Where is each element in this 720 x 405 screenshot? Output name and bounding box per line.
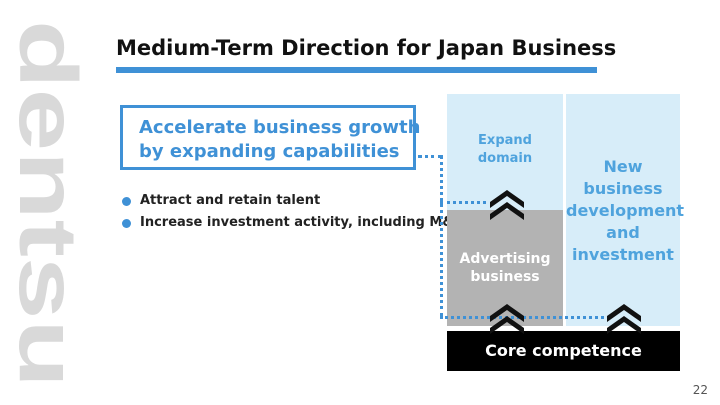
bullet-item-talent: Attract and retain talent <box>120 190 464 212</box>
new-label-line-2: business <box>583 179 663 198</box>
callout-line-1: Accelerate business growth <box>139 117 421 138</box>
new-label-line-3: development <box>566 201 685 220</box>
expand-label-line-1: Expand <box>478 133 532 148</box>
callout-line-2: by expanding capabilities <box>139 141 400 162</box>
chevron-up-icon <box>490 190 524 220</box>
dentsu-logo: dentsu <box>8 20 84 388</box>
dotted-connector-vertical <box>440 155 443 317</box>
chevron-up-icon <box>607 304 641 334</box>
new-label-line-4: and <box>606 223 640 242</box>
new-label-line-1: New <box>603 157 643 176</box>
adv-label-line-1: Advertising <box>459 251 551 267</box>
title-underline <box>116 67 597 73</box>
logo-text: dentsu <box>8 20 84 388</box>
bullet-list: Attract and retain talent Increase inves… <box>120 190 464 234</box>
page-number: 22 <box>692 383 708 397</box>
new-label-line-5: investment <box>572 245 674 264</box>
adv-label-line-2: business <box>470 269 540 285</box>
advertising-business-panel: Advertising business <box>447 210 563 326</box>
new-business-panel: New business development and investment <box>566 94 685 326</box>
page-title: Medium-Term Direction for Japan Business <box>116 36 617 60</box>
growth-callout: Accelerate business growth by expanding … <box>120 105 421 170</box>
chevron-up-icon <box>490 304 524 334</box>
dotted-connector-mid <box>440 201 486 204</box>
bullet-item-investment: Increase investment activity, including … <box>120 212 464 234</box>
core-competence-bar: Core competence <box>447 331 680 371</box>
expand-label-line-2: domain <box>477 151 533 166</box>
dotted-connector-top <box>418 155 442 158</box>
